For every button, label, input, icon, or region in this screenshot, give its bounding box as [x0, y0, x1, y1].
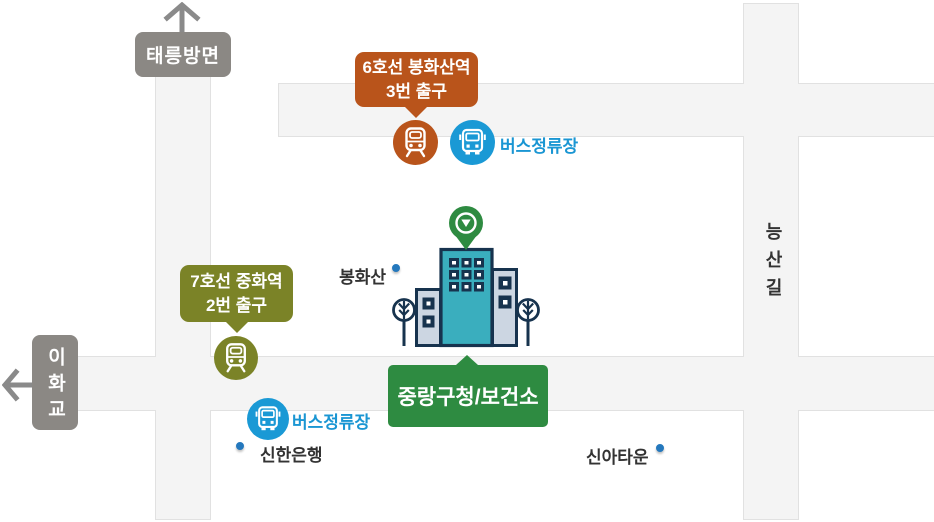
callout-line6-station: 6호선 봉화산역: [362, 57, 471, 77]
callout-line6-exit-no: 3번 출구: [385, 81, 448, 101]
callout-line7-station: 7호선 중화역: [190, 271, 283, 291]
bus-stop-top-label: 버스정류장: [500, 137, 579, 156]
direction-sign-ihwagyo: 이화교: [32, 335, 78, 430]
poi-label-shina-town: 신아타운: [586, 448, 649, 467]
destination-pointer: [456, 355, 478, 365]
subway-line7-icon: [214, 336, 258, 380]
poi-marker-bonghwasan: [392, 264, 400, 272]
direction-sign-taereung: 태릉방면: [135, 32, 231, 77]
destination-label: 중랑구청/보건소: [397, 386, 539, 409]
poi-marker-shina-town: [656, 444, 664, 452]
poi-label-shinhan-bank: 신한은행: [260, 446, 323, 465]
road-label-neungsangil: 능산길: [763, 222, 783, 306]
bus-stop-top-icon: [450, 120, 495, 165]
bus-stop-bottom-label: 버스정류장: [292, 413, 371, 432]
destination-pin-icon: [449, 206, 483, 250]
poi-label-bonghwasan: 봉화산: [339, 268, 386, 287]
callout-line7-exit-no: 2번 출구: [205, 295, 268, 315]
destination-label-box: 중랑구청/보건소: [388, 355, 548, 427]
arrow-up-icon: [163, 2, 201, 32]
subway-line6-icon: [393, 120, 438, 165]
callout-line7-pointer: [225, 321, 249, 333]
callout-line6-exit: 6호선 봉화산역 3번 출구: [355, 52, 478, 118]
road-right-vertical: [744, 4, 798, 519]
callout-line6-pointer: [404, 106, 428, 118]
poi-marker-shinhan-bank: [236, 442, 244, 450]
government-building-illustration: [392, 247, 540, 348]
callout-line7-exit: 7호선 중화역 2번 출구: [180, 265, 293, 333]
arrow-left-icon: [2, 368, 33, 402]
bus-stop-bottom-icon: [247, 398, 289, 440]
